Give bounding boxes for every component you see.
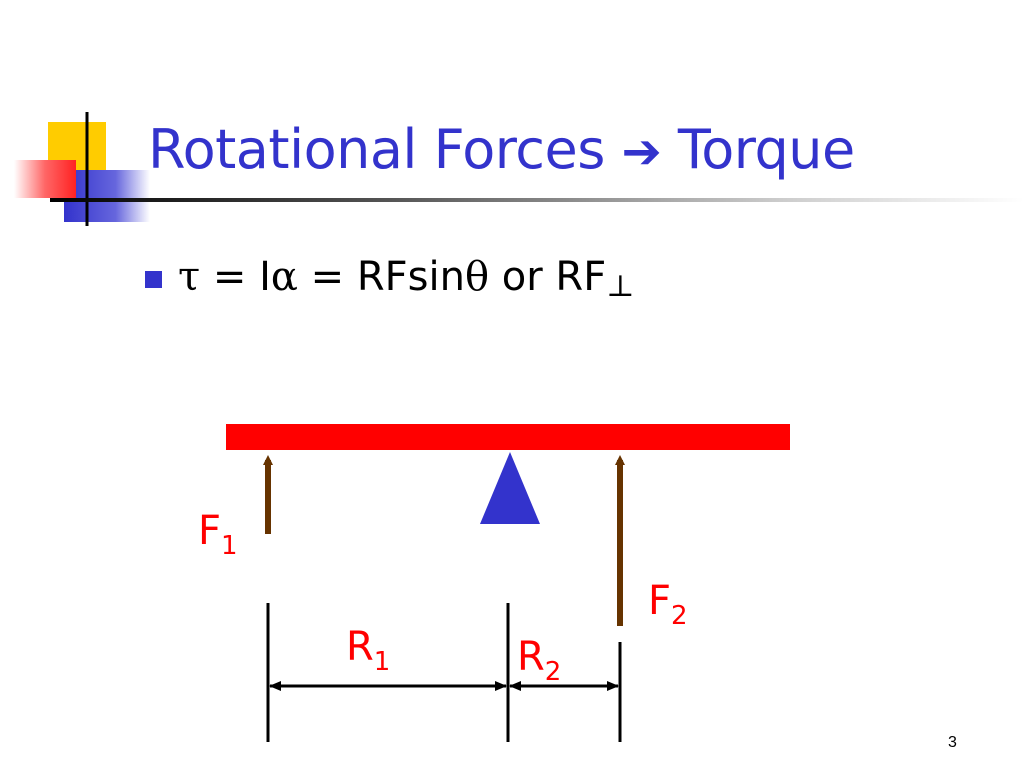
- r2-label: R2: [517, 634, 561, 687]
- theta-symbol: θ: [464, 254, 490, 300]
- equation-part-2: = RFsin: [297, 254, 465, 300]
- bullet-square-icon: [145, 270, 162, 288]
- title-underline: [50, 198, 1024, 202]
- bullet-item: τ = Iα = RFsinθ or RF⊥: [145, 254, 634, 304]
- fulcrum-triangle: [480, 452, 540, 524]
- equation-part-3: or RF: [489, 254, 607, 300]
- lever-beam: [226, 424, 790, 450]
- alpha-symbol: α: [270, 254, 298, 300]
- r1-label: R1: [346, 624, 390, 677]
- title-right: Torque: [677, 118, 855, 181]
- tau-symbol: τ: [178, 254, 201, 300]
- torque-equation: τ = Iα = RFsinθ or RF⊥: [178, 254, 634, 304]
- slide-title: Rotational Forces ➔ Torque: [148, 118, 855, 181]
- page-number: 3: [948, 734, 957, 751]
- perpendicular-symbol: ⊥: [606, 269, 635, 304]
- title-left: Rotational Forces: [148, 118, 605, 181]
- blue-square: [64, 170, 150, 222]
- force-1-label: F1: [198, 508, 238, 561]
- slide-corner-decoration: [14, 112, 150, 226]
- equation-part-1: = I: [200, 254, 271, 300]
- red-square: [14, 160, 76, 198]
- force-2-label: F2: [648, 578, 688, 631]
- right-arrow-icon: ➔: [621, 124, 662, 180]
